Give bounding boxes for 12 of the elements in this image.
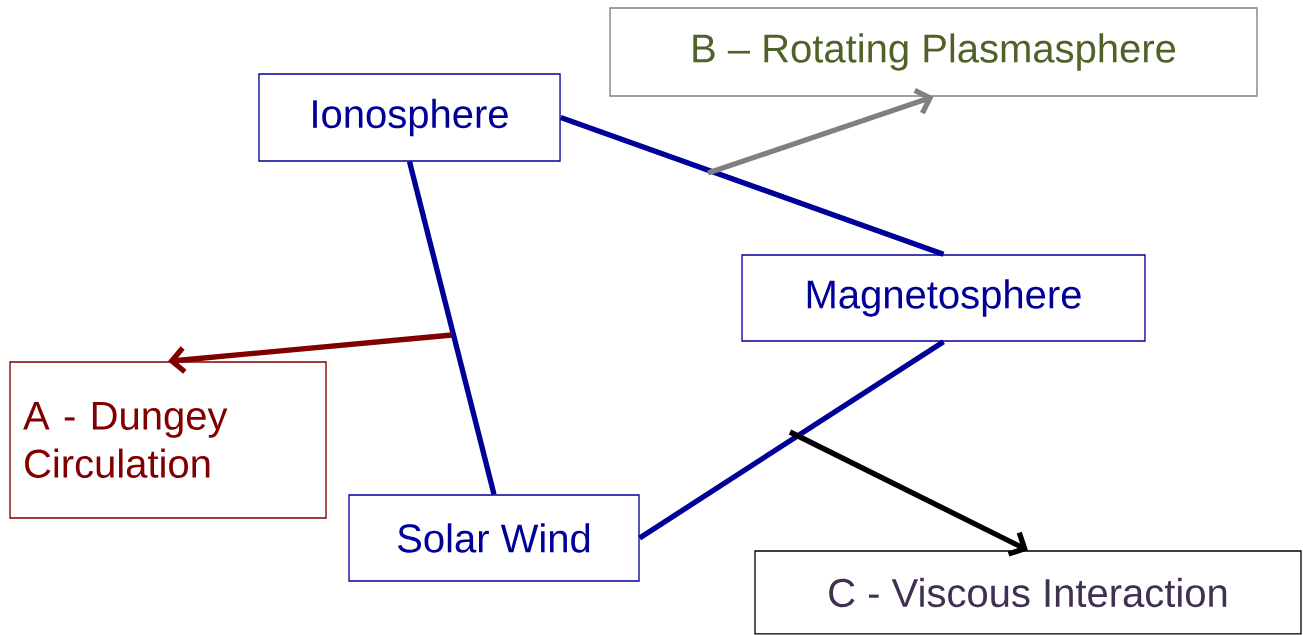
arrow <box>788 429 1028 557</box>
layer-box: Ionosphere <box>258 73 561 162</box>
connector-line <box>559 115 945 257</box>
layer-box: Magnetosphere <box>741 254 1146 342</box>
category-box: B – Rotating Plasmasphere <box>609 7 1258 97</box>
layer-box: Solar Wind <box>348 494 640 582</box>
connector-line <box>638 339 945 541</box>
arrow <box>168 332 453 374</box>
connector-line <box>406 160 497 495</box>
category-box: A - Dungey Circulation <box>9 361 327 519</box>
arrow <box>707 87 934 176</box>
category-box: C - Viscous Interaction <box>754 550 1302 635</box>
